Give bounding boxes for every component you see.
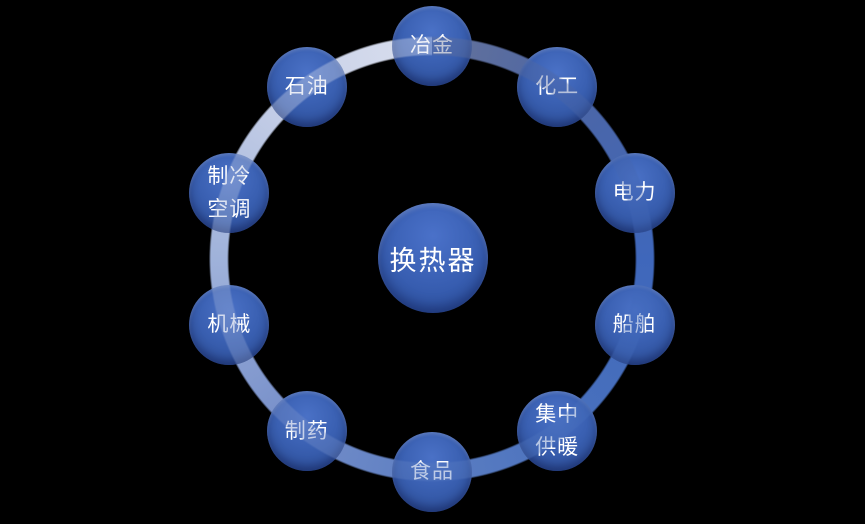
center-node-heat-exchanger: 换热器 [378, 203, 488, 313]
cycle-node-shipbuilding: 船舶 [594, 284, 675, 365]
cycle-node-label: 电力 [612, 180, 657, 205]
cycle-node-label: 船舶 [612, 312, 657, 337]
cycle-node-food: 食品 [392, 432, 472, 512]
cycle-node-metallurgy: 冶金 [392, 6, 472, 86]
cycle-node-pharmaceutical: 制药 [266, 391, 347, 472]
cycle-node-label: 集中 供暖 [535, 401, 580, 460]
cycle-node-chemical-industry: 化工 [517, 46, 598, 127]
cycle-node-label: 食品 [410, 459, 454, 484]
cycle-node-petroleum: 石油 [266, 46, 347, 127]
cycle-node-district-heating: 集中 供暖 [517, 391, 598, 472]
cycle-node-machinery: 机械 [189, 284, 270, 365]
cycle-node-label: 石油 [284, 73, 329, 98]
cycle-node-label: 机械 [207, 312, 252, 337]
cycle-node-label: 制冷 空调 [207, 163, 252, 222]
cycle-node-label: 化工 [535, 73, 580, 98]
cycle-node-electric-power: 电力 [594, 153, 675, 234]
cycle-node-refrigeration-hvac: 制冷 空调 [189, 153, 270, 234]
cycle-node-label: 冶金 [410, 33, 454, 58]
center-node-label: 换热器 [389, 245, 477, 277]
cycle-node-label: 制药 [284, 418, 329, 443]
